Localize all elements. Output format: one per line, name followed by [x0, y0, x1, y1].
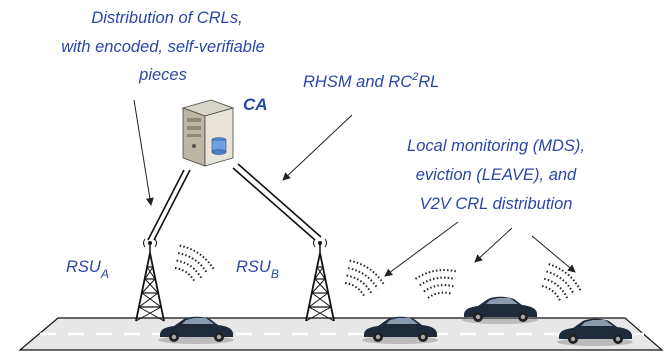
wireless-signal-icon: [166, 240, 218, 288]
distribution-label-line2: with encoded, self-verifiable: [61, 38, 265, 56]
arrows: [133, 99, 576, 277]
wireless-signal-icon: [534, 259, 585, 309]
rsu-b-label: RSUB: [236, 258, 279, 281]
rsu-a-label: RSUA: [66, 258, 109, 281]
server-icon: [181, 99, 235, 167]
local-monitoring-label-line2: eviction (LEAVE), and: [416, 166, 577, 184]
distribution-label-line1: Distribution of CRLs,: [91, 9, 242, 27]
tower-icon: [135, 238, 165, 322]
wireless-signal-icon: [413, 266, 462, 301]
ca-label: CA: [243, 95, 268, 114]
tower-icon: [305, 238, 335, 322]
wireless-signal-icon: [336, 255, 388, 303]
ca-rsu-links: [147, 163, 322, 241]
local-monitoring-label-line3: V2V CRL distribution: [420, 195, 573, 213]
distribution-label-line3: pieces: [138, 66, 187, 84]
rhsm-label: RHSM and RC2RL: [303, 71, 439, 91]
car-icon: [462, 296, 538, 324]
local-monitoring-label-line1: Local monitoring (MDS),: [407, 137, 585, 155]
